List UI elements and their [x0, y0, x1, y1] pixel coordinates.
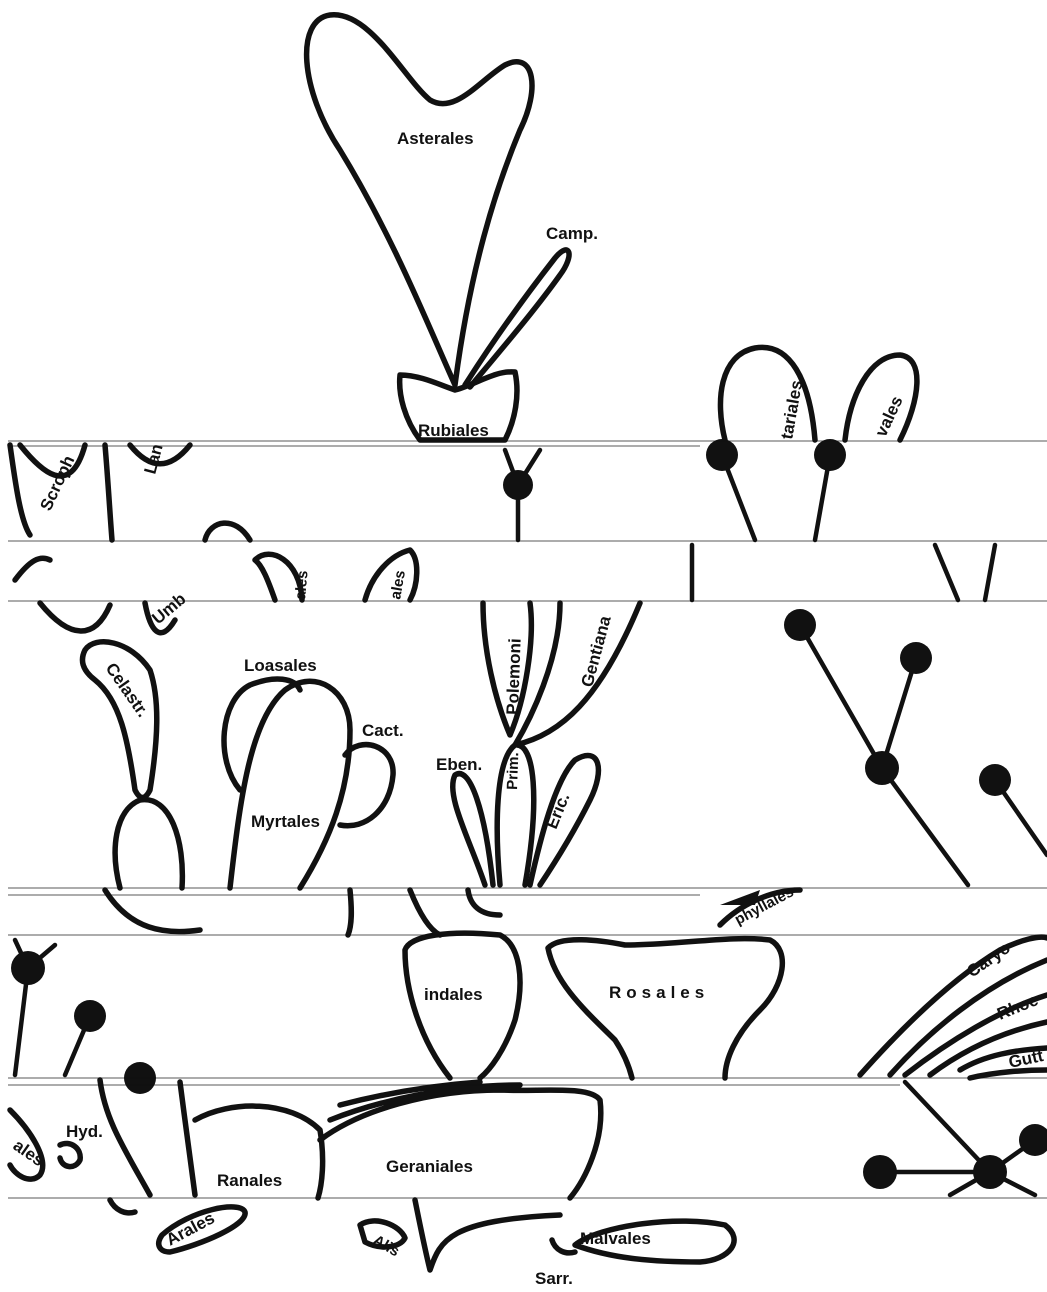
label-lam: Lan: [141, 442, 167, 476]
asterales-shape: [307, 15, 532, 385]
node-9: [74, 1000, 106, 1032]
label-eben: Eben.: [436, 755, 482, 774]
node-5: [900, 642, 932, 674]
label-prim: Prim.: [504, 752, 522, 790]
label-loasales: Loasales: [244, 656, 317, 675]
label-sarr: Sarr.: [535, 1269, 573, 1288]
label-cact: Cact.: [362, 721, 404, 740]
celastr-base: [115, 800, 182, 888]
label-tariales: tariales: [777, 379, 806, 441]
label-gentiana: Gentiana: [578, 613, 615, 689]
label-ales-2: ales: [387, 569, 409, 601]
label-geraniales: Geraniales: [386, 1157, 473, 1176]
label-eric: Eric.: [542, 790, 573, 831]
label-celastr: Celastr.: [102, 659, 153, 720]
label-scroph: Scroph: [36, 453, 78, 514]
node-12: [973, 1155, 1007, 1189]
band4-shape-b: [348, 890, 440, 935]
band7-base: [110, 1200, 135, 1213]
node-1: [503, 470, 533, 500]
label-malvales: Malvales: [580, 1229, 651, 1248]
label-myrtales: Myrtales: [251, 812, 320, 831]
node-4: [784, 609, 816, 641]
node-2: [706, 439, 738, 471]
sarraceniales-shape: [552, 1240, 575, 1253]
label-ales-1: ales: [292, 570, 311, 601]
small-loop-band1: [205, 523, 250, 540]
label-camp: Camp.: [546, 224, 598, 243]
base-trunk: [415, 1200, 560, 1270]
campanulales-shape: [465, 250, 569, 387]
label-caryo: Caryo: [963, 938, 1013, 981]
node-7: [979, 764, 1011, 796]
geraniales-shape: [320, 1082, 601, 1198]
label-rhoe: Rhoe: [994, 990, 1041, 1024]
label-rubiales: Rubiales: [418, 421, 489, 440]
band2-shape-a: [15, 558, 50, 580]
band4-shape-a: [105, 890, 200, 932]
label-indales: indales: [424, 985, 483, 1004]
band4-shape-c: [468, 890, 500, 915]
indales-shape: [405, 933, 520, 1078]
node-11: [863, 1155, 897, 1189]
scan-artifacts: [8, 441, 1047, 1198]
label-asterales: Asterales: [397, 129, 474, 148]
label-hyd: Hyd.: [66, 1122, 103, 1141]
rosales-shape: [548, 939, 782, 1078]
label-polemon: Polemoni: [503, 638, 525, 715]
label-ranales: Ranales: [217, 1171, 282, 1190]
myrtales-shape: [230, 681, 350, 888]
band6-curves: [100, 1080, 195, 1195]
node-6: [865, 751, 899, 785]
label-alis: Alis: [370, 1232, 402, 1260]
label-umb: Umb: [148, 589, 189, 628]
node-3: [814, 439, 846, 471]
label-rosales: Rosales: [609, 983, 709, 1002]
loasales-shape: [224, 679, 300, 790]
node-8: [11, 951, 45, 985]
ebenales-shape: [453, 774, 493, 885]
node-13: [1019, 1124, 1047, 1156]
hydrales-shape: [60, 1143, 80, 1166]
